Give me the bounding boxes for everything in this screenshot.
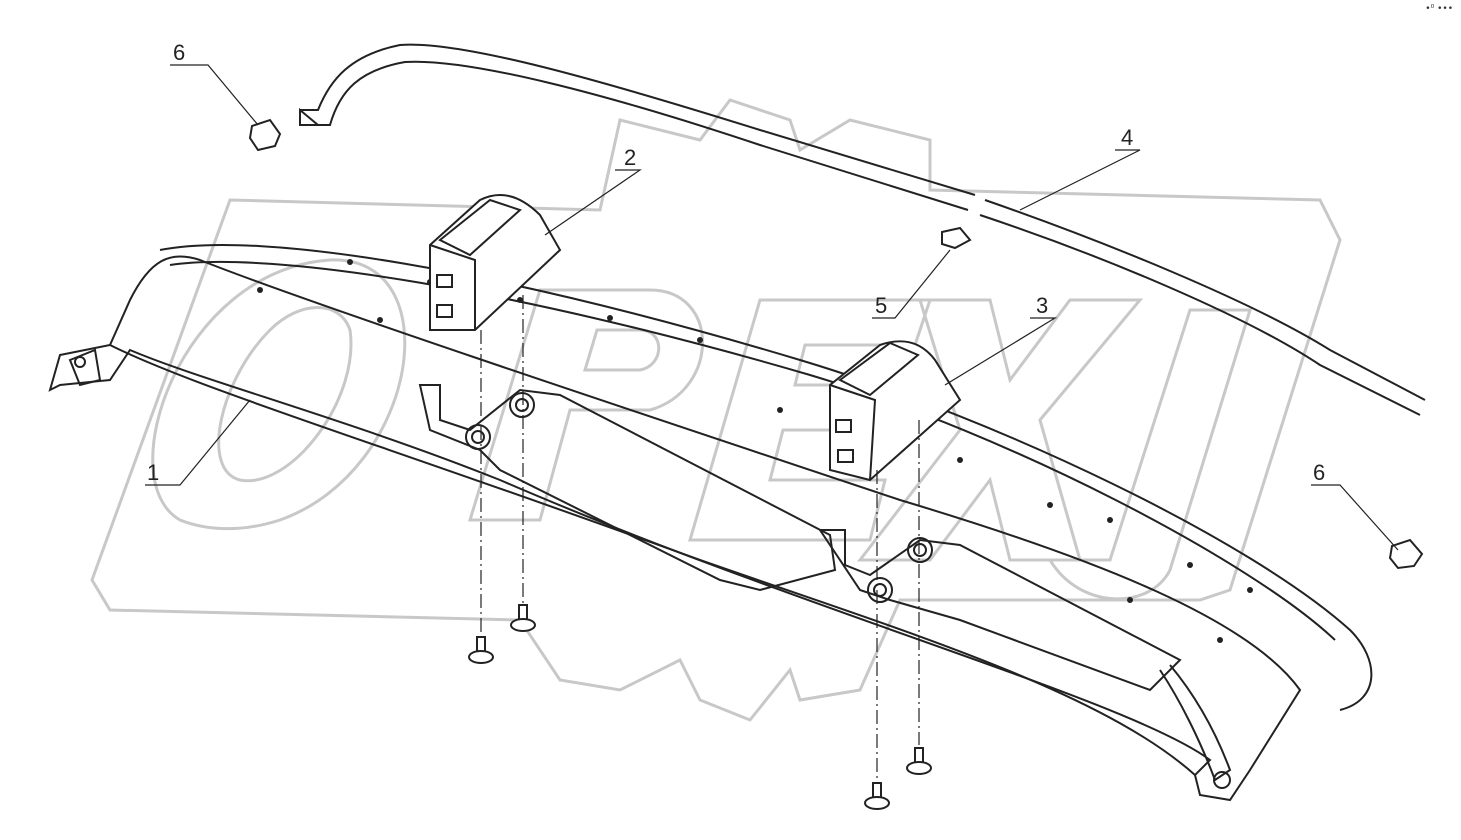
panel-recess-right (818, 529, 1182, 692)
bolt (906, 747, 932, 775)
leader-lines (145, 64, 1399, 551)
bolts (468, 604, 932, 810)
callout-6b: 6 (1313, 460, 1325, 485)
bolt (468, 636, 494, 664)
assembly-lines (480, 295, 920, 780)
nut (907, 537, 933, 563)
leader-6b (1311, 484, 1399, 551)
nut (509, 392, 535, 418)
hole (697, 337, 703, 343)
clip-center (941, 226, 972, 250)
callout-3: 3 (1036, 293, 1048, 318)
bracket-right (829, 340, 962, 482)
seal-strip (299, 43, 1426, 416)
hole (607, 315, 613, 321)
hole (957, 457, 963, 463)
leader-3 (944, 317, 1058, 386)
watermark-letter-x (856, 298, 1144, 562)
main-panel (48, 243, 1373, 802)
hole (1217, 637, 1223, 643)
main-panel-inner-edge (169, 260, 1336, 641)
watermark-letter-o (151, 258, 407, 531)
panel-recess-left (418, 384, 837, 592)
hole (257, 287, 263, 293)
watermark-logo (90, 98, 1342, 722)
hole (1107, 517, 1113, 523)
watermark-letter-p (467, 288, 704, 522)
main-panel-bottom-face (109, 344, 1196, 776)
corner-mark: •⁰ ••• (1425, 4, 1453, 14)
watermark-gear (90, 98, 1342, 722)
nut (74, 356, 86, 368)
callout-1: 1 (147, 460, 159, 485)
panel-right-end (1159, 664, 1232, 782)
leader-4 (1019, 149, 1141, 211)
hole (377, 317, 383, 323)
bolt (510, 604, 536, 632)
leader-1 (145, 399, 251, 486)
leader-6a (170, 64, 259, 126)
panel-holes (257, 259, 1253, 643)
nut (1213, 771, 1231, 789)
nut (465, 424, 491, 450)
callout-labels: 1 2 3 4 5 6 6 (147, 40, 1325, 485)
watermark-letter-j (1047, 308, 1253, 601)
main-panel-lower-edge (48, 255, 1302, 802)
bracket-left (429, 194, 562, 331)
leader-5 (872, 249, 951, 319)
callout-4: 4 (1121, 125, 1133, 150)
hole (1127, 597, 1133, 603)
leader-2 (544, 169, 642, 236)
callout-6a: 6 (173, 40, 185, 65)
callout-5: 5 (875, 293, 887, 318)
hole (347, 259, 353, 265)
nut (867, 577, 893, 603)
callout-2: 2 (624, 145, 636, 170)
hole (777, 407, 783, 413)
panel-nuts (74, 356, 1231, 789)
hole (1247, 587, 1253, 593)
clip-right (1388, 538, 1424, 570)
clip-left (248, 118, 282, 152)
hole (1187, 562, 1193, 568)
hole (517, 297, 523, 303)
panel-left-end (68, 348, 102, 387)
hole (1047, 502, 1053, 508)
bolt (864, 782, 890, 810)
